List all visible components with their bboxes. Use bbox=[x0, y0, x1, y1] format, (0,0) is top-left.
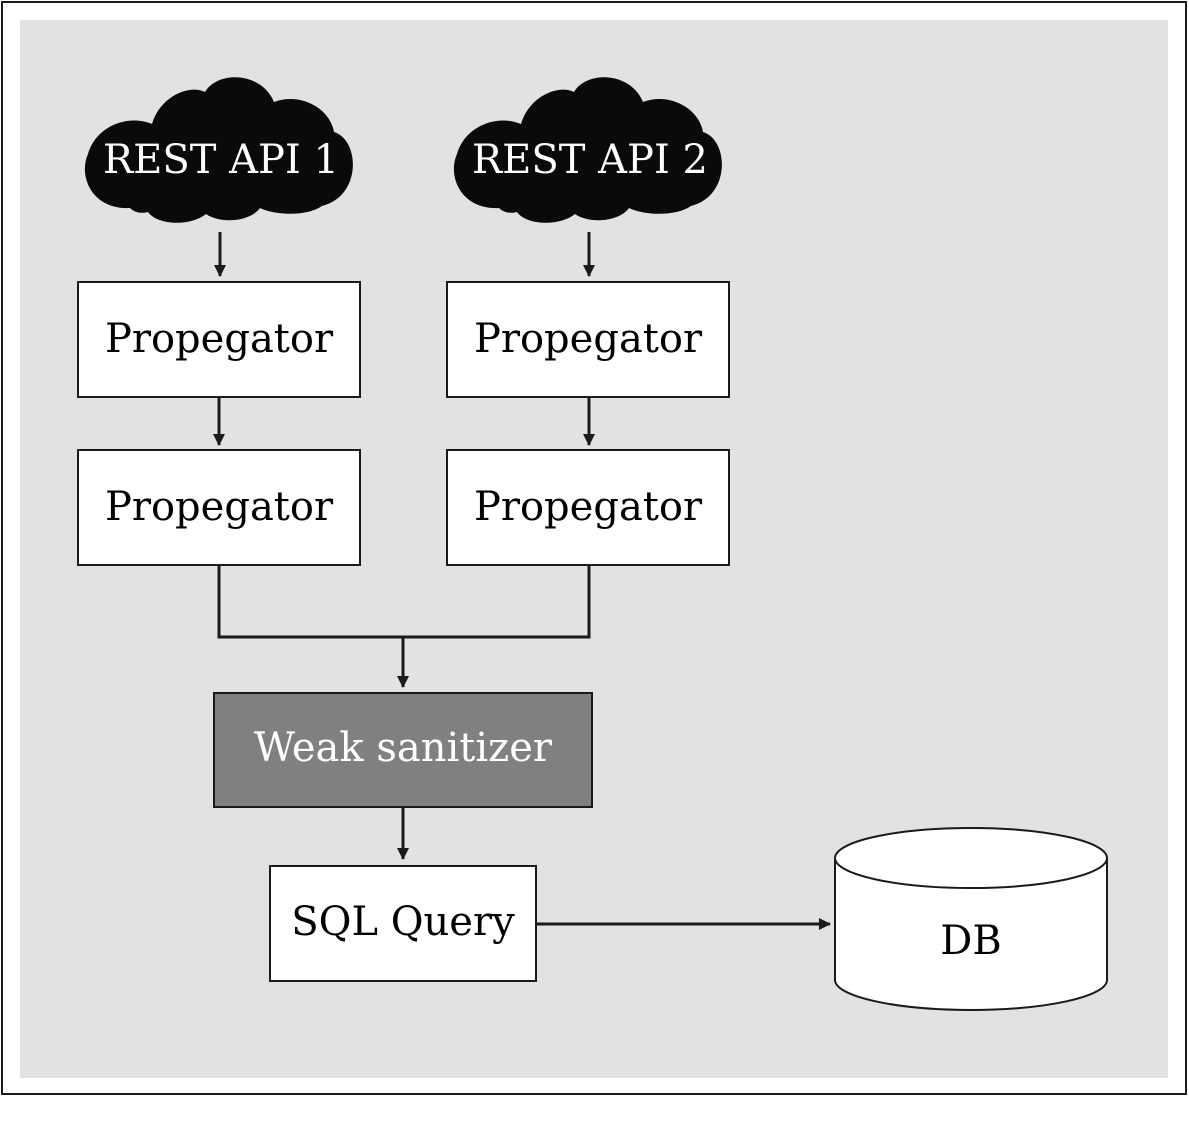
propegator-box-left-1: Propegator bbox=[77, 281, 361, 398]
db-label: DB bbox=[940, 918, 1001, 964]
box-label: Propegator bbox=[474, 484, 703, 530]
cloud-rest-api-2: REST API 2 bbox=[453, 77, 722, 223]
box-label: Propegator bbox=[105, 484, 334, 530]
cylinder-body bbox=[834, 858, 1108, 1011]
box-label: Weak sanitizer bbox=[254, 725, 553, 771]
box-label: Propegator bbox=[105, 316, 334, 362]
propegator-box-right-2: Propegator bbox=[446, 449, 730, 566]
box-label: SQL Query bbox=[291, 899, 515, 945]
propegator-box-right-1: Propegator bbox=[446, 281, 730, 398]
cloud-shape bbox=[453, 77, 722, 223]
propegator-box-left-2: Propegator bbox=[77, 449, 361, 566]
box-label: Propegator bbox=[474, 316, 703, 362]
cloud-label: REST API 1 bbox=[103, 137, 339, 183]
cloud-label: REST API 2 bbox=[472, 137, 708, 183]
cloud-shape bbox=[84, 77, 353, 223]
weak-sanitizer-box: Weak sanitizer bbox=[213, 692, 593, 808]
database-cylinder: DB bbox=[834, 827, 1108, 1011]
cylinder-top bbox=[834, 827, 1108, 889]
sql-query-box: SQL Query bbox=[269, 865, 537, 982]
cloud-rest-api-1: REST API 1 bbox=[84, 77, 353, 223]
